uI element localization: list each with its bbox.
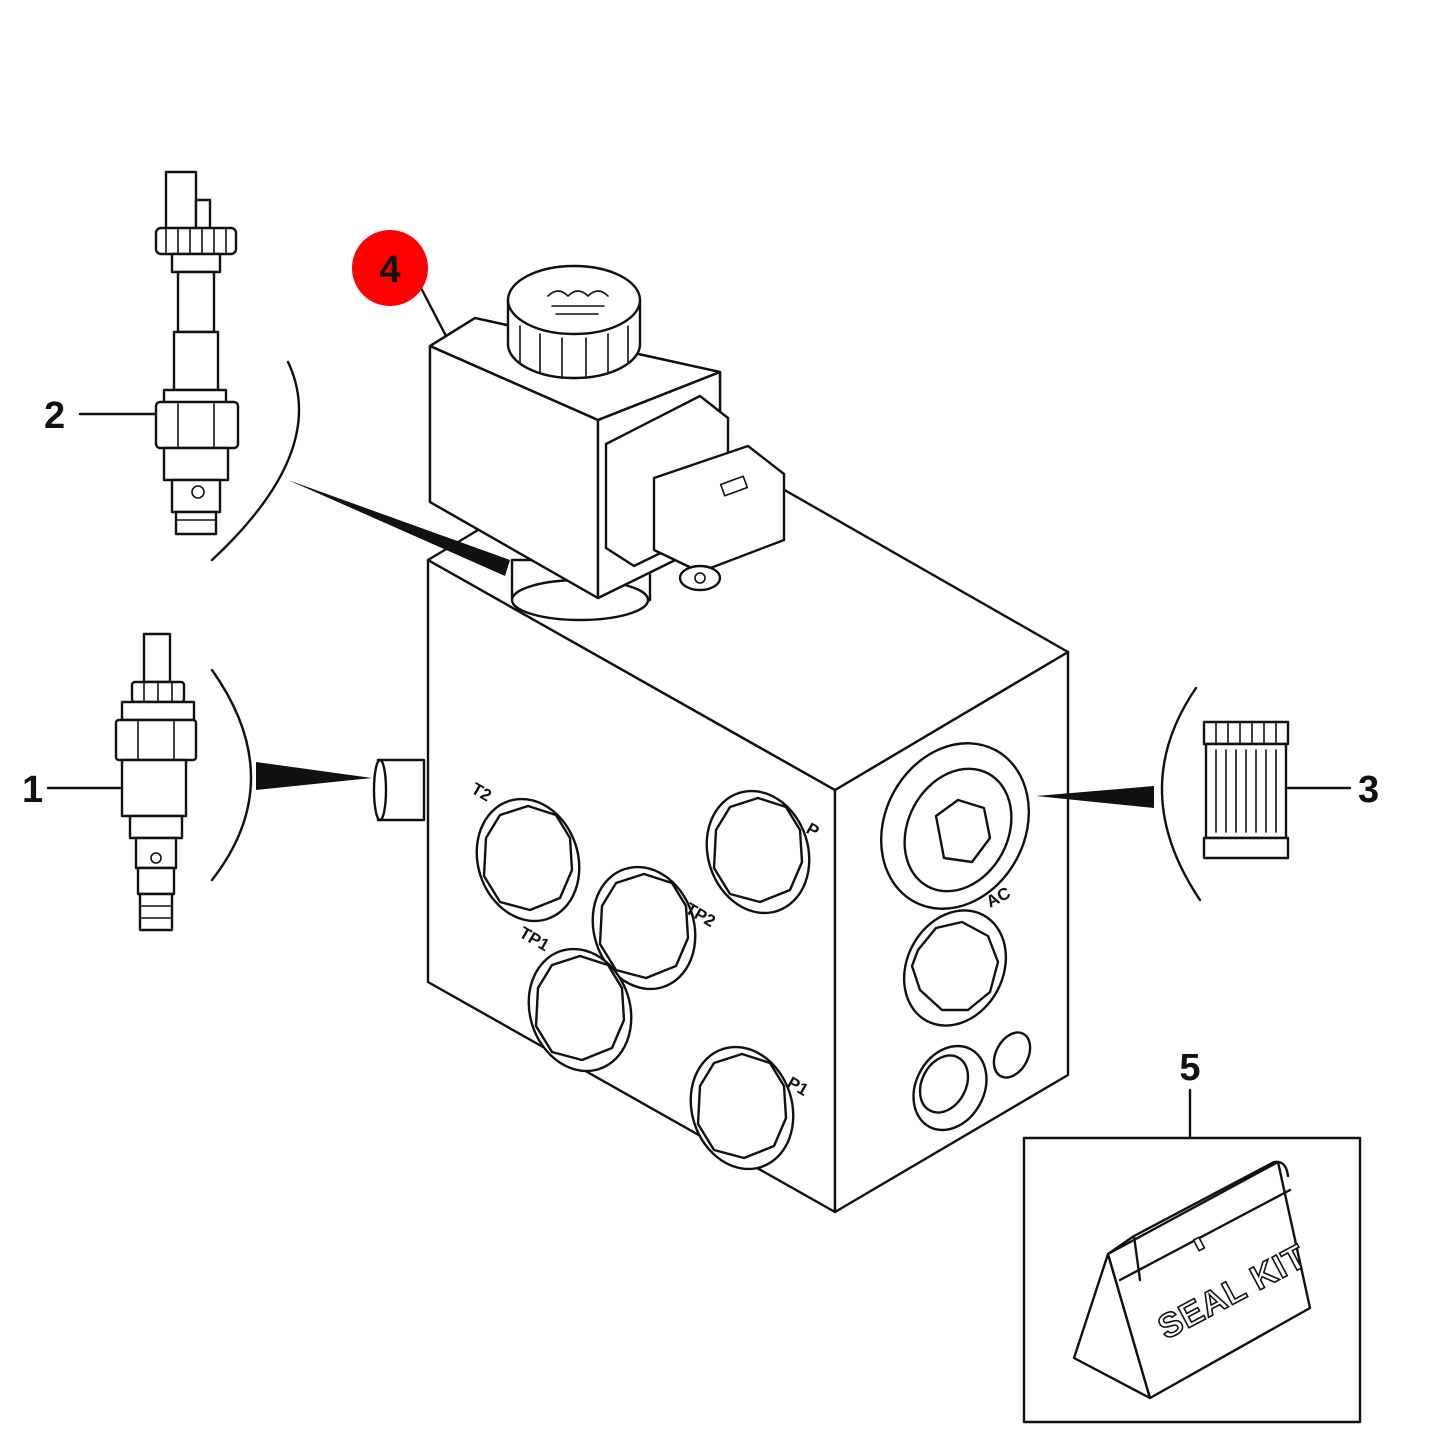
highlight-badge	[352, 230, 428, 306]
port-t2: T2	[468, 779, 581, 923]
port-filter-bore	[879, 742, 1031, 910]
callout-number-2: 2	[44, 395, 65, 437]
callout-1: 1	[22, 769, 122, 811]
part-3-filter	[1202, 720, 1290, 860]
detail-arcs	[210, 360, 1202, 902]
callout-number-1: 1	[22, 769, 43, 811]
port-p1: P1	[689, 1045, 812, 1171]
port-ac: AC	[902, 883, 1014, 1027]
port-tp1: TP1	[516, 923, 633, 1073]
callout-3: 3	[1286, 769, 1379, 811]
callout-number-5: 5	[1179, 1047, 1200, 1089]
part-5-seal-kit: 5 SEAL KIT	[1022, 1047, 1362, 1424]
part-1-cartridge	[114, 632, 198, 932]
part-2-cartridge	[154, 170, 240, 536]
solenoid-coil	[428, 264, 786, 622]
callout-number-3: 3	[1358, 769, 1379, 811]
port-lower-right	[912, 1031, 1032, 1132]
port-p: P	[705, 789, 822, 915]
callout-2: 2	[44, 395, 158, 437]
callout-4-highlight: 4	[352, 230, 448, 338]
callout-number-4: 4	[379, 249, 400, 291]
